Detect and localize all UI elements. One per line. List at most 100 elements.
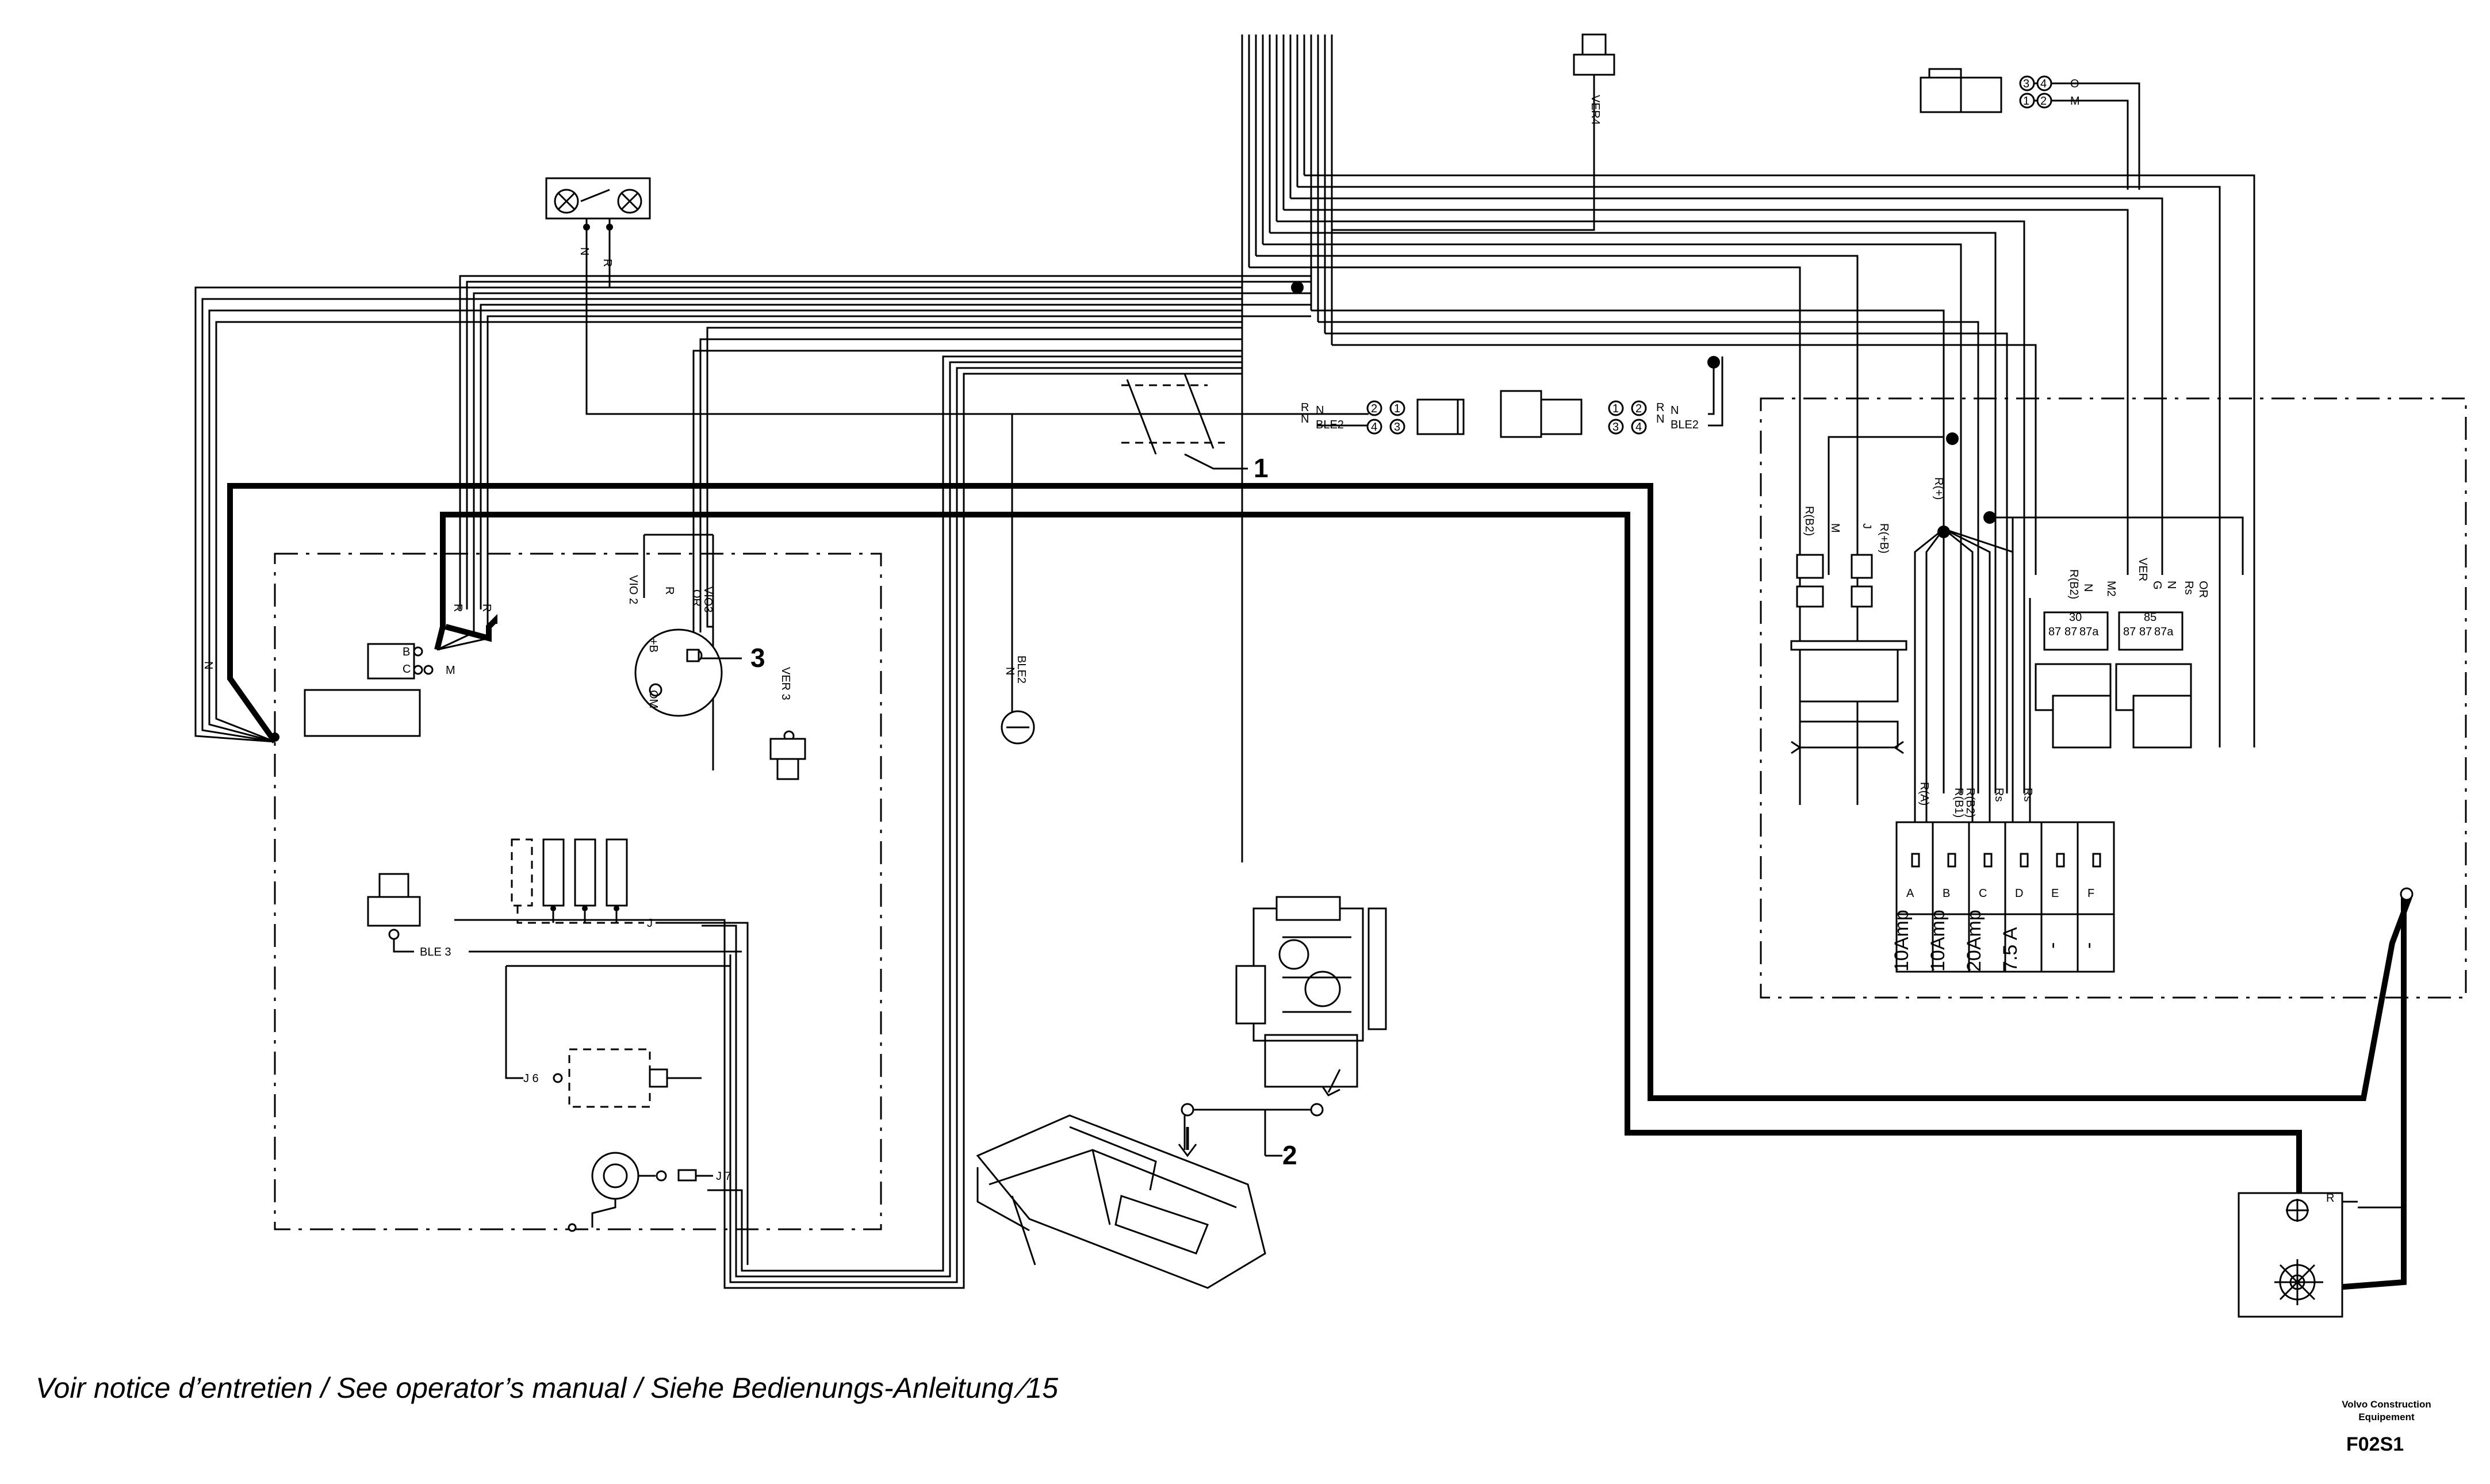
- svg-text:87a: 87a: [2079, 626, 2099, 638]
- ble3-sensor: BLE 3: [367, 873, 742, 958]
- cab-area-outline: [274, 553, 882, 1230]
- svg-text:85: 85: [2144, 611, 2156, 624]
- starter-motor: R: [2238, 887, 2414, 1318]
- svg-text:3: 3: [1612, 421, 1619, 434]
- svg-text:1: 1: [1612, 402, 1619, 415]
- svg-text:C: C: [1979, 887, 1987, 900]
- svg-text:R(A): R(A): [1918, 782, 1930, 806]
- battery-cable-positive: [227, 483, 2412, 1101]
- top-sensor: VER4: [1573, 33, 1615, 125]
- svg-text:N: N: [1003, 667, 1016, 675]
- footer-note: Voir notice d’entretien / See operator’s…: [36, 1372, 1059, 1404]
- brand-line-2: Equipement: [2358, 1412, 2415, 1422]
- svg-text:VIO 2: VIO 2: [627, 575, 639, 604]
- junction-dot: [270, 733, 279, 742]
- svg-text:R(B2): R(B2): [2067, 569, 2080, 599]
- wire-harness: [194, 34, 2405, 1289]
- svg-text:N: N: [578, 247, 591, 255]
- brand-line-1: Volvo Construction: [2342, 1399, 2431, 1410]
- svg-text:J: J: [1860, 523, 1873, 529]
- svg-text:BLE 3: BLE 3: [420, 946, 451, 958]
- svg-text:VIO3: VIO3: [702, 586, 714, 613]
- svg-text:R: R: [601, 259, 614, 267]
- svg-text:J: J: [647, 917, 653, 930]
- callout-1: 1: [1121, 373, 1269, 483]
- svg-text:Rs: Rs: [2021, 788, 2034, 802]
- svg-text:3: 3: [1394, 421, 1400, 434]
- svg-text:R: R: [1301, 401, 1309, 414]
- svg-text:R: R: [480, 604, 493, 612]
- top-right-connector: 3 1 4 2 O M: [1920, 68, 2080, 113]
- svg-text:BLE2: BLE2: [1015, 655, 1028, 684]
- svg-text:87a: 87a: [2154, 626, 2174, 638]
- svg-text:+B: +B: [647, 638, 660, 653]
- svg-text:E: E: [2051, 887, 2059, 900]
- svg-text:M: M: [2070, 95, 2080, 108]
- junction-dot: [1937, 526, 1950, 538]
- svg-text:R(B2): R(B2): [1964, 788, 1976, 818]
- svg-text:VER 3: VER 3: [779, 667, 792, 700]
- svg-text:M2: M2: [2105, 581, 2117, 597]
- svg-text:3: 3: [2023, 78, 2029, 90]
- ver3-sensor: VER 3: [769, 667, 806, 780]
- solenoid-group: J: [511, 838, 749, 1265]
- svg-text:R: R: [451, 604, 464, 612]
- svg-text:87: 87: [2048, 626, 2061, 638]
- fuse-rating-e: -: [2041, 942, 2063, 949]
- svg-text:Rs: Rs: [2182, 581, 2195, 595]
- svg-text:BLE2: BLE2: [1671, 419, 1699, 431]
- battery-cable-ground-2: [445, 613, 497, 642]
- svg-text:1: 1: [2023, 95, 2029, 108]
- svg-text:87: 87: [2064, 626, 2077, 638]
- svg-text:VER4: VER4: [1589, 95, 1602, 125]
- starter-cable: [2328, 897, 2407, 1291]
- junction-dot: [1946, 432, 1959, 445]
- ignition-switch: +B OM VIO 2 R OR VIO3 3: [627, 575, 765, 717]
- fuse-rating-a: 10Amp: [1891, 910, 1913, 972]
- junction-dot: [1707, 356, 1720, 369]
- svg-text:N: N: [1316, 404, 1324, 417]
- battery-cable-ground: [434, 512, 2302, 1202]
- svg-text:R: R: [663, 586, 676, 595]
- svg-text:A: A: [1906, 887, 1914, 900]
- svg-text:N: N: [2082, 584, 2094, 592]
- svg-text:1: 1: [1394, 402, 1400, 415]
- junction-dot: [1291, 281, 1304, 294]
- svg-text:2: 2: [1371, 402, 1377, 415]
- svg-text:2: 2: [1635, 402, 1642, 415]
- svg-text:87: 87: [2123, 626, 2136, 638]
- relay-module-left: R(B2) M J R(+B) R(+): [1790, 477, 1945, 754]
- svg-text:R(+B): R(+B): [1878, 523, 1890, 554]
- svg-text:87: 87: [2139, 626, 2152, 638]
- svg-text:N: N: [1656, 413, 1664, 425]
- svg-text:30: 30: [2069, 611, 2082, 624]
- svg-text:R: R: [2326, 1192, 2334, 1205]
- connector-pair: R N N BLE2 2 4 1 3 1 3 2 4 R N N BLE2: [1301, 390, 1699, 438]
- relay-module-right: R(B2) N M2 VER G N Rs OR 87 87 87a 30 87…: [2035, 558, 2209, 749]
- engine-illustration: 2: [1181, 896, 1387, 1170]
- drawing-code: F02S1: [2346, 1433, 2404, 1455]
- fuse-slots: [1911, 853, 2101, 868]
- svg-text:N: N: [202, 661, 214, 669]
- svg-text:N: N: [1671, 404, 1679, 417]
- fuse-rating-b: 10Amp: [1927, 910, 1949, 972]
- svg-text:R: R: [1656, 401, 1664, 414]
- fuse-rating-c: 20Amp: [1963, 910, 1985, 972]
- svg-text:1: 1: [1254, 453, 1269, 483]
- fuse-block: R(A) R(B1) R(B2) Rs Rs A B C D E F 10Amp…: [1891, 782, 2115, 973]
- svg-text:VER: VER: [2136, 558, 2149, 581]
- svg-text:OM: OM: [647, 690, 660, 708]
- svg-text:M: M: [446, 664, 455, 677]
- lamp-box: N R: [545, 177, 651, 267]
- battery-switch: B C M N R R: [202, 604, 493, 737]
- svg-text:3: 3: [750, 643, 765, 673]
- fuse-rating-d: 7.5 A: [1999, 927, 2021, 972]
- fusebox-area-outline: [1760, 397, 2467, 999]
- svg-text:N: N: [1301, 413, 1309, 425]
- svg-text:G: G: [2151, 581, 2163, 590]
- svg-text:D: D: [2015, 887, 2023, 900]
- ble2-lamp: BLE2 N: [1001, 655, 1035, 745]
- svg-text:F: F: [2087, 887, 2094, 900]
- brand-block: Volvo Construction Equipement: [2312, 1398, 2461, 1424]
